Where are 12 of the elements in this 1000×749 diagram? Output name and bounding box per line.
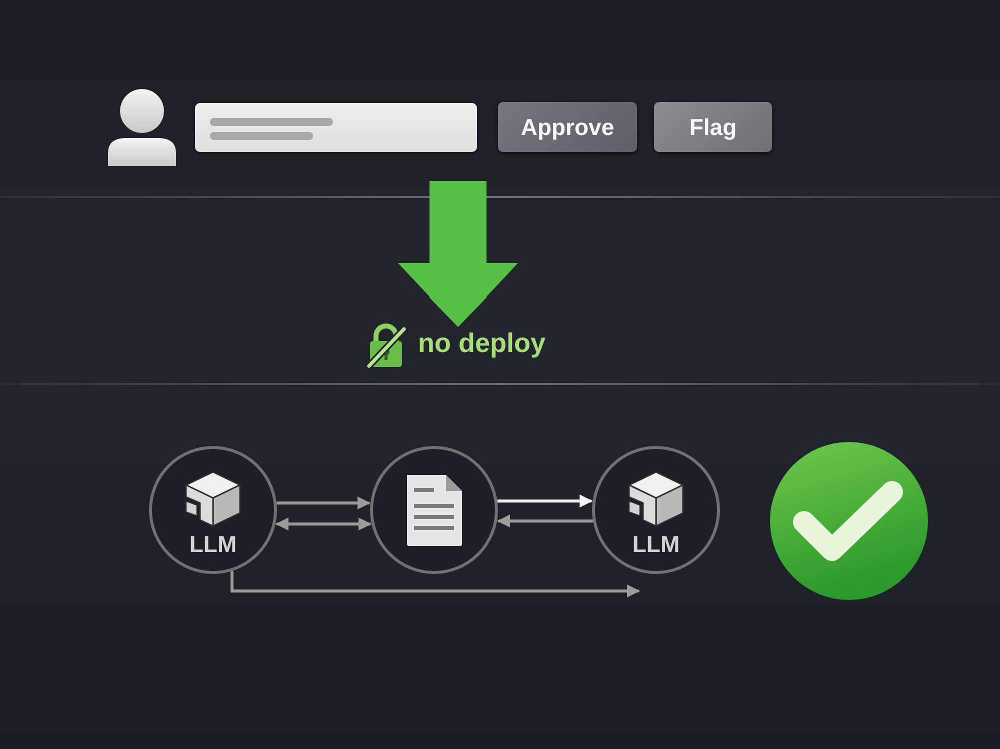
double-headed-arrow [275,518,372,530]
block-arrow [398,181,518,327]
action-button: Approve [498,102,637,152]
node-label: LLM [632,533,680,556]
arrow [276,496,370,510]
node-label: LLM [189,533,237,556]
arrow [497,494,593,508]
action-button: Flag [654,102,772,152]
arrow [230,571,640,598]
status-label: no deploy [418,329,546,359]
input-field [195,103,477,152]
arrow [497,514,593,528]
